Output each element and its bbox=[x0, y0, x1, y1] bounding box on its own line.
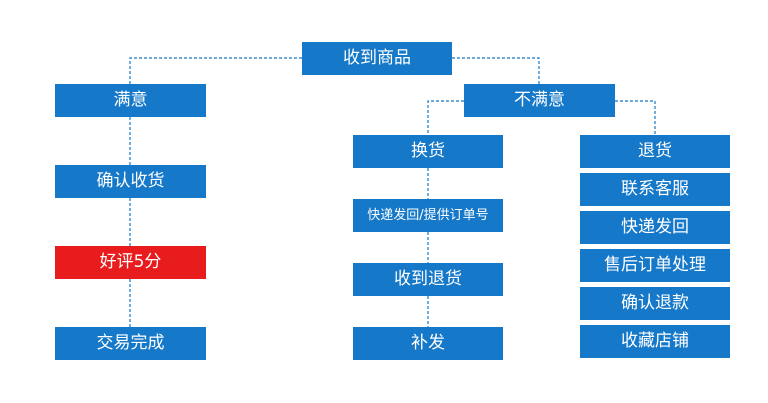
node-label: 联系客服 bbox=[621, 179, 689, 199]
node-deal-complete: 交易完成 bbox=[55, 327, 206, 360]
node-label: 确认退款 bbox=[621, 293, 689, 313]
node-label: 收到商品 bbox=[343, 48, 411, 68]
node-save-store: 收藏店铺 bbox=[580, 325, 730, 358]
node-receive-return: 收到退货 bbox=[353, 263, 503, 296]
node-satisfied: 满意 bbox=[55, 84, 206, 117]
node-label: 收到退货 bbox=[394, 269, 462, 289]
node-reissue: 补发 bbox=[353, 327, 503, 360]
node-express-back: 快递发回 bbox=[580, 211, 730, 244]
connector-unsatisfied-return bbox=[615, 100, 656, 135]
connector-unsatisfied-exchange bbox=[427, 100, 464, 135]
node-label: 交易完成 bbox=[96, 333, 165, 353]
node-label: 不满意 bbox=[514, 90, 565, 110]
connector-root-satisfied bbox=[129, 57, 302, 84]
node-ship-back-tracking: 快递发回/提供订单号 bbox=[353, 199, 503, 232]
node-after-sales-order: 售后订单处理 bbox=[580, 249, 730, 282]
node-label: 满意 bbox=[113, 90, 148, 110]
node-label: 快递发回 bbox=[621, 217, 689, 237]
node-receive-goods: 收到商品 bbox=[302, 42, 452, 75]
node-exchange: 换货 bbox=[353, 135, 503, 168]
node-return: 退货 bbox=[580, 135, 730, 168]
node-label: 补发 bbox=[411, 333, 445, 353]
node-contact-service: 联系客服 bbox=[580, 173, 730, 206]
connector-root-unsatisfied bbox=[452, 57, 540, 84]
node-confirm-refund: 确认退款 bbox=[580, 287, 730, 320]
node-label: 好评5分 bbox=[99, 252, 162, 272]
node-confirm-receipt: 确认收货 bbox=[55, 165, 206, 198]
node-label: 售后订单处理 bbox=[604, 255, 706, 275]
node-label: 收藏店铺 bbox=[621, 331, 689, 351]
node-good-review: 好评5分 bbox=[55, 246, 206, 279]
node-label: 退货 bbox=[638, 141, 672, 161]
node-label: 快递发回/提供订单号 bbox=[367, 208, 489, 223]
node-label: 换货 bbox=[411, 141, 445, 161]
node-unsatisfied: 不满意 bbox=[464, 84, 615, 117]
node-label: 确认收货 bbox=[96, 171, 165, 191]
